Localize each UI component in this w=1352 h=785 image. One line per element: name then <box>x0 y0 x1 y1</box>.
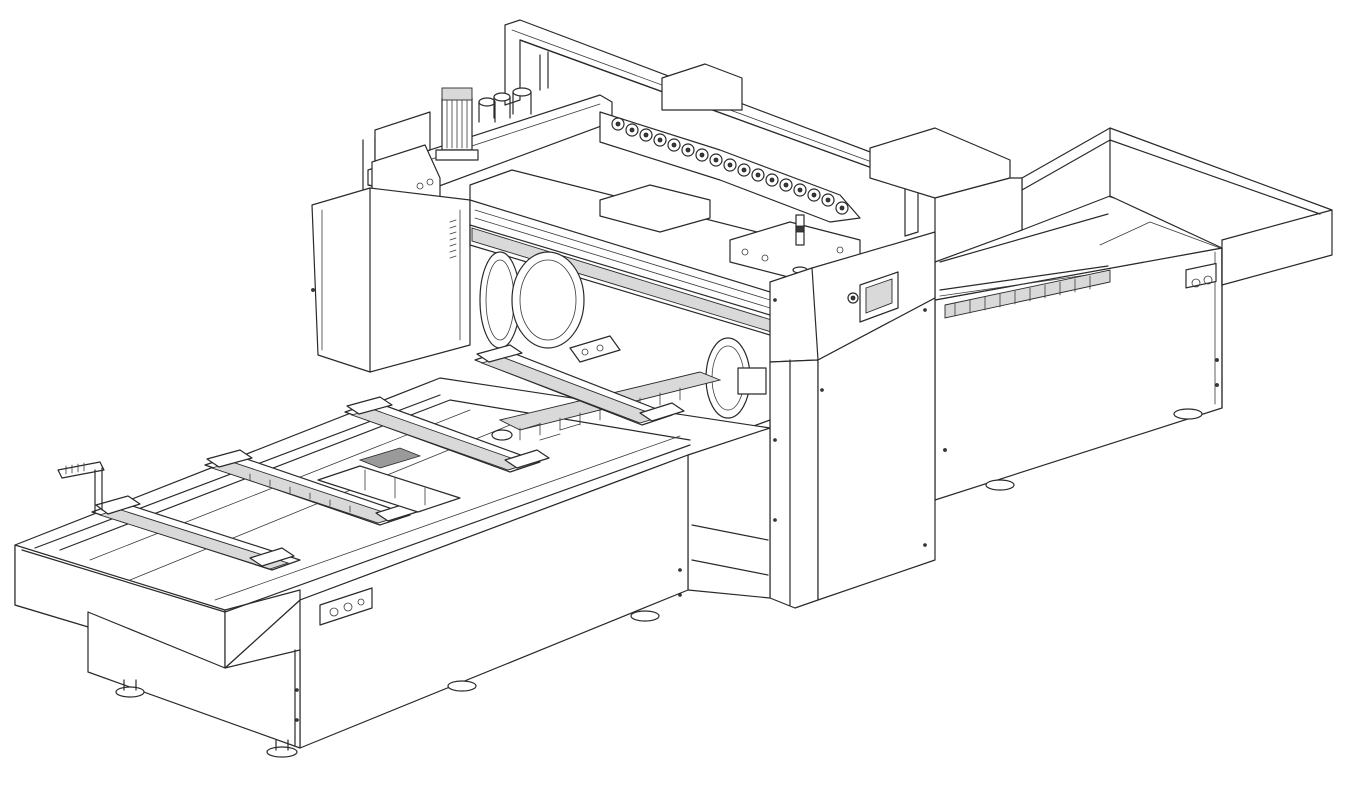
clamp-bar-1 <box>91 495 301 571</box>
spindle-motor <box>435 87 479 161</box>
left-saw-housing <box>311 187 471 373</box>
right-outfeed-table <box>934 127 1333 501</box>
right-connector-box <box>1185 262 1217 289</box>
clamp-bar-3 <box>344 396 550 473</box>
side-stop-fixture <box>57 461 105 513</box>
rear-gantry-frame <box>504 19 1023 263</box>
cable-drag-chain <box>599 111 861 223</box>
center-carriage-details <box>317 335 621 513</box>
saw-blade-discs <box>479 251 767 419</box>
outfeed-roller-bank <box>944 269 1111 319</box>
hmi-touch-screen <box>859 271 899 323</box>
infeed-connector-box <box>319 587 373 626</box>
clamp-bar-4 <box>474 344 685 426</box>
